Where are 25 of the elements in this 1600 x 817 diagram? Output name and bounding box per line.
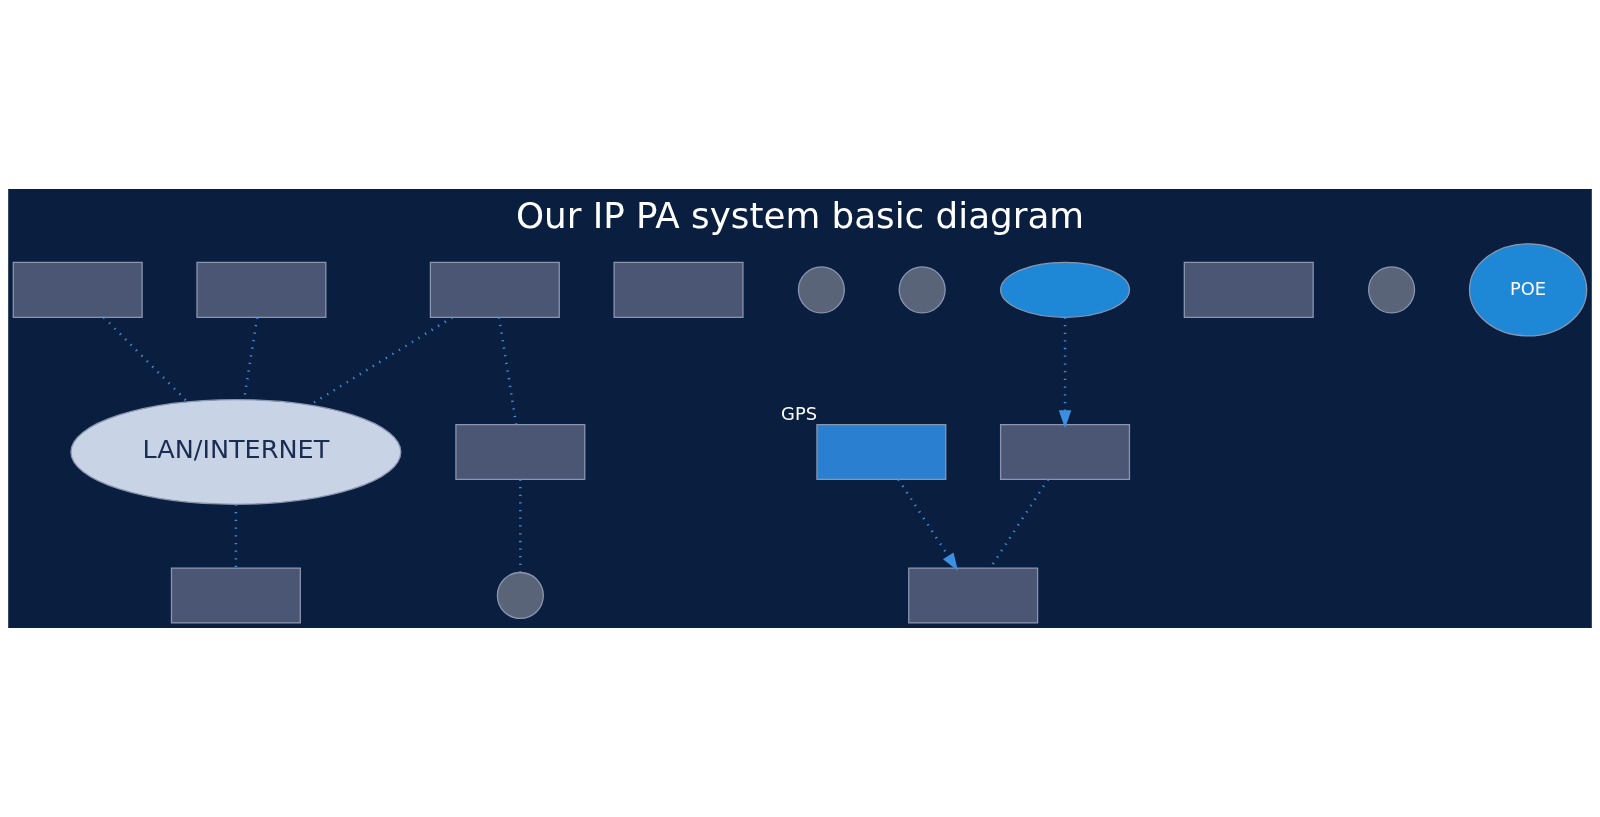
connector — [497, 317, 518, 425]
node-ellipse: POE — [1468, 243, 1588, 337]
connector — [102, 316, 189, 403]
node-ellipse: LAN/INTERNET — [70, 399, 402, 505]
node-box — [196, 261, 327, 318]
connector — [519, 479, 522, 573]
node-box — [613, 261, 744, 318]
arrow — [897, 478, 958, 571]
node-box — [908, 567, 1039, 624]
node-box — [816, 423, 947, 480]
node-circle — [1368, 266, 1416, 314]
node-box — [170, 567, 301, 624]
node-cloud — [999, 261, 1131, 318]
arrow — [1058, 317, 1072, 429]
connector — [234, 504, 238, 568]
diagram-title: Our IP PA system basic diagram — [515, 194, 1085, 236]
node-box — [429, 261, 560, 318]
node-box — [999, 423, 1131, 480]
node-circle — [797, 266, 845, 314]
node-box — [1183, 261, 1314, 318]
node-circle — [898, 266, 946, 314]
node-box — [455, 423, 586, 480]
node-label: GPS — [781, 402, 818, 424]
node-circle — [496, 571, 544, 620]
node-box — [12, 261, 143, 318]
